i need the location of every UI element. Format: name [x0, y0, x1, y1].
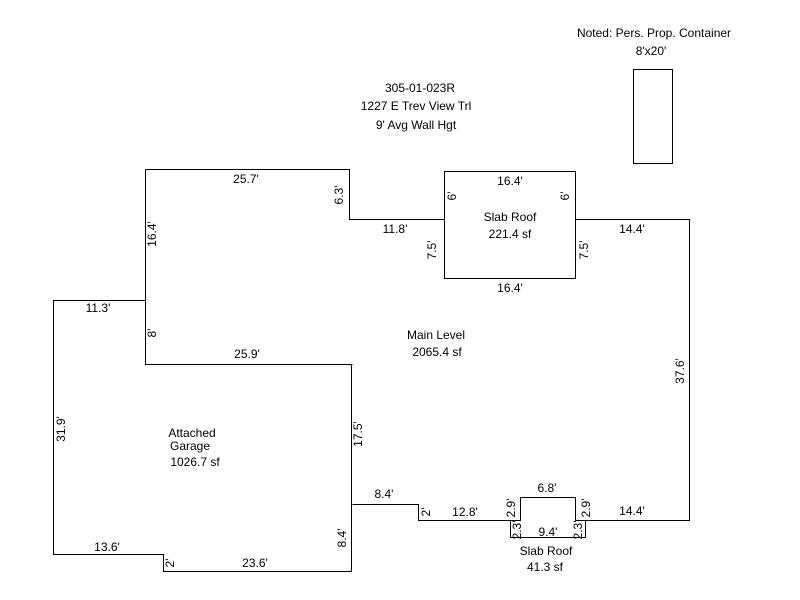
dim-step-in: 11.3' — [86, 301, 111, 315]
container-outline — [633, 69, 673, 164]
dim-slab-bot-right-upper: 2.9' — [579, 499, 593, 518]
main-level-name: Main Level — [407, 328, 465, 342]
dim-slab-bot-right-lower: 2.3' — [571, 521, 585, 540]
dim-slab-top-bottom: 16.4' — [497, 281, 523, 295]
dim-slab-top-top: 16.4' — [497, 174, 523, 188]
slab-roof-top-area: 221.4 sf — [489, 227, 532, 241]
dim-garage-right-low: 8.4' — [335, 529, 349, 548]
dim-lower-run2: 12.8' — [452, 505, 478, 519]
main-level-area: 2065.4 sf — [412, 345, 462, 359]
garage-name-line2: Garage — [170, 439, 210, 453]
wall-height: 9' Avg Wall Hgt — [376, 118, 457, 132]
dim-left-step: 8' — [145, 329, 159, 338]
dim-garage-right: 17.5' — [351, 421, 365, 447]
garage-area: 1026.7 sf — [170, 455, 220, 469]
parcel-id: 305-01-023R — [385, 81, 455, 95]
container-note-size: 8'x20' — [636, 44, 667, 58]
dim-slab-top-right-upper: 6' — [558, 192, 572, 201]
slab-roof-top-name: Slab Roof — [484, 210, 537, 224]
container-note-label: Noted: Pers. Prop. Container — [577, 26, 731, 40]
dim-slab-bot-left-upper: 2.9' — [504, 499, 518, 518]
main-level-outline — [145, 169, 690, 521]
dim-left-upper: 16.4' — [145, 221, 159, 247]
dim-slab-bot-bottom: 9.4' — [539, 525, 558, 539]
garage-name-line1: Attached — [168, 426, 215, 440]
dim-slab-top-left-lower: 7.5' — [425, 241, 439, 260]
dim-garage-left: 31.9' — [54, 416, 68, 442]
dim-right-bottom: 14.4' — [619, 504, 645, 518]
dim-right-wall: 37.6' — [673, 358, 687, 384]
dim-garage-bottom-left: 13.6' — [94, 540, 120, 554]
dim-slab-bot-top: 6.8' — [538, 481, 557, 495]
slab-roof-bottom-outline — [510, 497, 586, 538]
dim-notch-run: 11.8' — [383, 222, 408, 236]
dim-slab-bot-left-lower: 2.3' — [510, 521, 524, 540]
slab-roof-bottom-area: 41.3 sf — [527, 560, 564, 574]
slab-roof-bottom-name: Slab Roof — [520, 544, 573, 558]
dim-lower-jog: 2' — [419, 508, 433, 517]
address: 1227 E Trev View Trl — [361, 99, 472, 113]
dim-top-wall: 25.7' — [233, 172, 259, 186]
dim-garage-top: 25.9' — [234, 347, 260, 361]
dim-garage-bottom: 23.6' — [242, 556, 268, 570]
dim-slab-top-right-lower: 7.5' — [577, 241, 591, 260]
dim-garage-jog: 2' — [163, 559, 177, 568]
dim-lower-run: 8.4' — [375, 487, 394, 501]
dim-slab-top-left-upper: 6' — [445, 192, 459, 201]
slab-roof-top-outline — [444, 171, 576, 279]
dim-notch-drop: 6.3' — [332, 186, 346, 205]
dim-right-top: 14.4' — [619, 222, 645, 236]
garage-outline — [53, 300, 352, 572]
